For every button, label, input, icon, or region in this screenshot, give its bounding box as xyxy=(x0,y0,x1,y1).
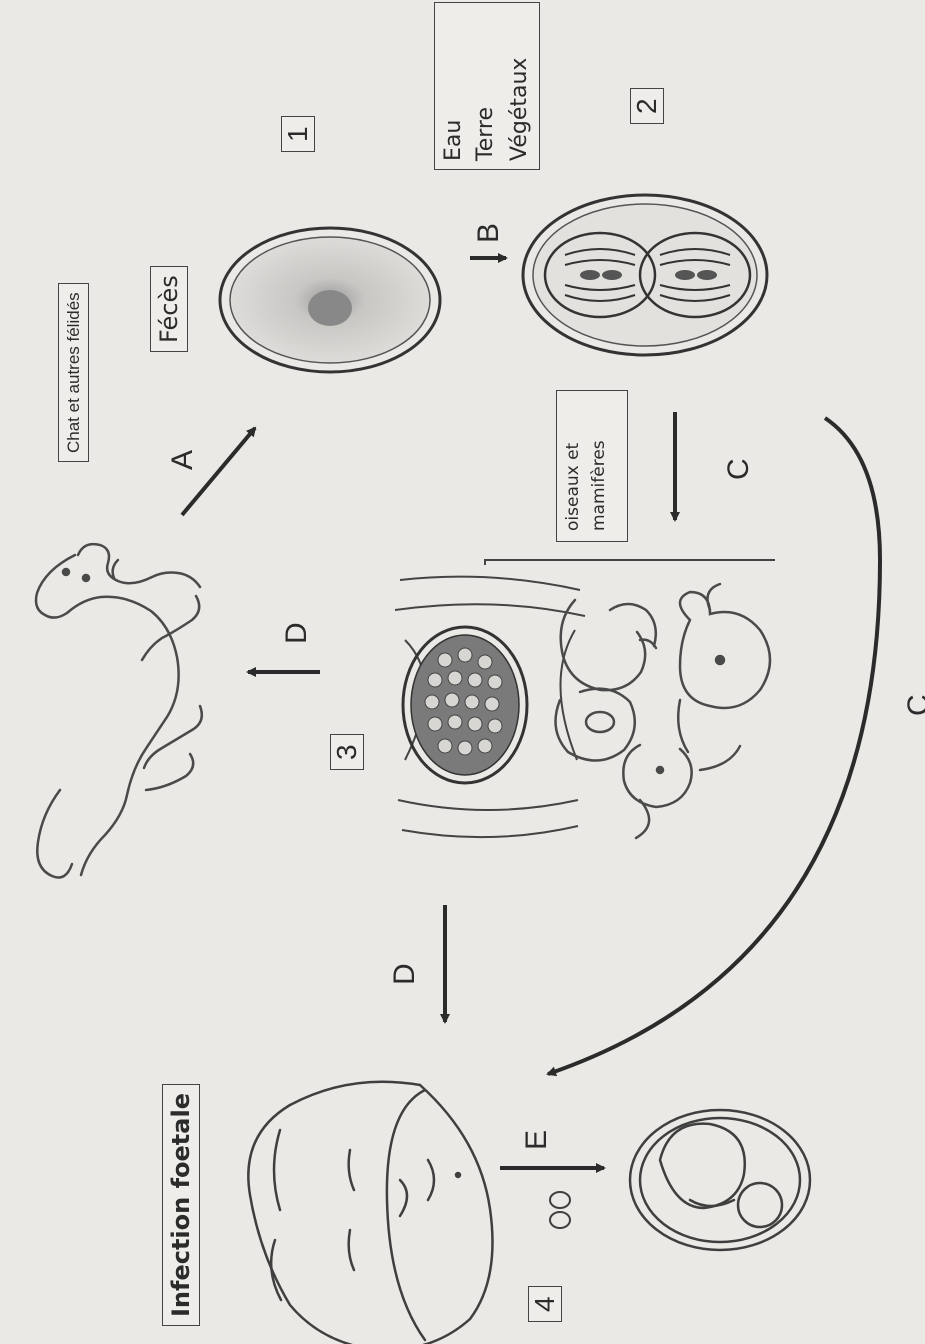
arrow-label-c-top: C xyxy=(724,458,754,480)
arrow-label-a: A xyxy=(168,450,198,470)
hosts-line-2: mamifères xyxy=(591,440,608,531)
hosts-bracket xyxy=(485,560,775,565)
arrow-a xyxy=(182,428,255,515)
stage-number-1: 1 xyxy=(281,116,315,152)
cat-illustration xyxy=(36,544,202,877)
pregnant-woman-illustration xyxy=(248,1082,492,1344)
arrow-label-d-top: D xyxy=(282,622,312,644)
fetus-illustration xyxy=(630,1110,810,1250)
intermediate-hosts-illustration xyxy=(556,584,771,838)
env-soil: Terre xyxy=(475,107,497,161)
unsporulated-oocyst xyxy=(220,228,440,372)
hosts-box: oiseaux et mamifères xyxy=(556,390,628,542)
tachyzoite-icon xyxy=(550,1192,570,1228)
stage-number-4: 4 xyxy=(528,1286,562,1322)
fetal-infection-label: Infection foetale xyxy=(162,1084,200,1326)
arrow-label-e: E xyxy=(522,1130,552,1150)
arrow-label-c-bottom: C xyxy=(904,694,925,716)
environment-box: Eau Terre Végétaux xyxy=(434,2,540,170)
stage-number-2: 2 xyxy=(630,88,664,124)
hosts-line-1: oiseaux et xyxy=(565,443,582,531)
stage-number-3: 3 xyxy=(330,734,364,770)
feces-label: Fécès xyxy=(150,266,188,352)
sporulated-oocyst xyxy=(523,195,767,355)
env-water: Eau xyxy=(443,120,465,161)
cat-label: Chat et autres félidés xyxy=(58,283,89,462)
arrow-label-b: B xyxy=(474,223,504,243)
arrow-label-d-bottom: D xyxy=(390,963,420,985)
env-plants: Végétaux xyxy=(509,58,531,161)
